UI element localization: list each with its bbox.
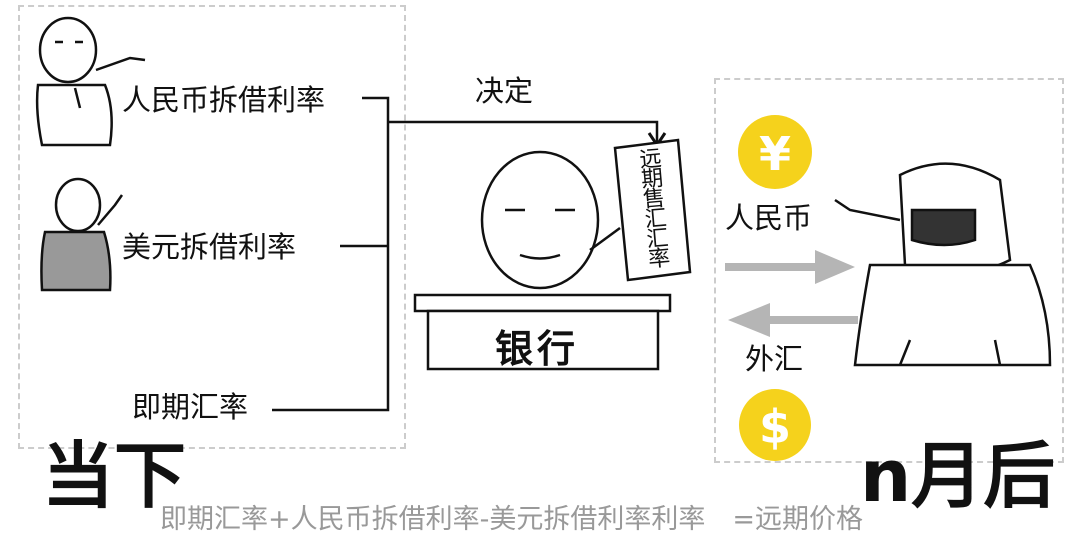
banker-icon [480, 150, 621, 290]
caption-n-months-later: n月后 [860, 434, 1056, 518]
arrow-left-icon [728, 303, 858, 337]
client-icon [834, 162, 1052, 367]
person-cny-icon [35, 16, 146, 147]
caption-present: 当下 [42, 434, 187, 518]
yuan-coin-icon [738, 115, 812, 189]
person-usd-icon [40, 177, 124, 292]
future-panel [714, 78, 1064, 463]
label-forex: 外汇 [745, 342, 804, 376]
label-cny-interbank-rate: 人民币拆借利率 [122, 83, 326, 117]
label-spot-rate: 即期汇率 [132, 390, 249, 424]
label-rmb: 人民币 [725, 201, 813, 235]
arrow-right-icon [725, 250, 855, 284]
bank-label: 银行 [495, 327, 580, 371]
yuan-symbol: ¥ [758, 127, 791, 181]
dollar-symbol: $ [758, 400, 791, 454]
label-usd-interbank-rate: 美元拆借利率 [122, 230, 297, 264]
formula-text: 即期汇率+人民币拆借利率-美元拆借利率利率 =远期价格 [160, 504, 863, 535]
bank-desk [413, 293, 672, 371]
label-determine: 决定 [475, 74, 534, 108]
scroll-icon [613, 138, 692, 282]
present-panel [18, 5, 406, 449]
connector-lines [272, 96, 659, 412]
dollar-coin-icon [739, 389, 811, 461]
